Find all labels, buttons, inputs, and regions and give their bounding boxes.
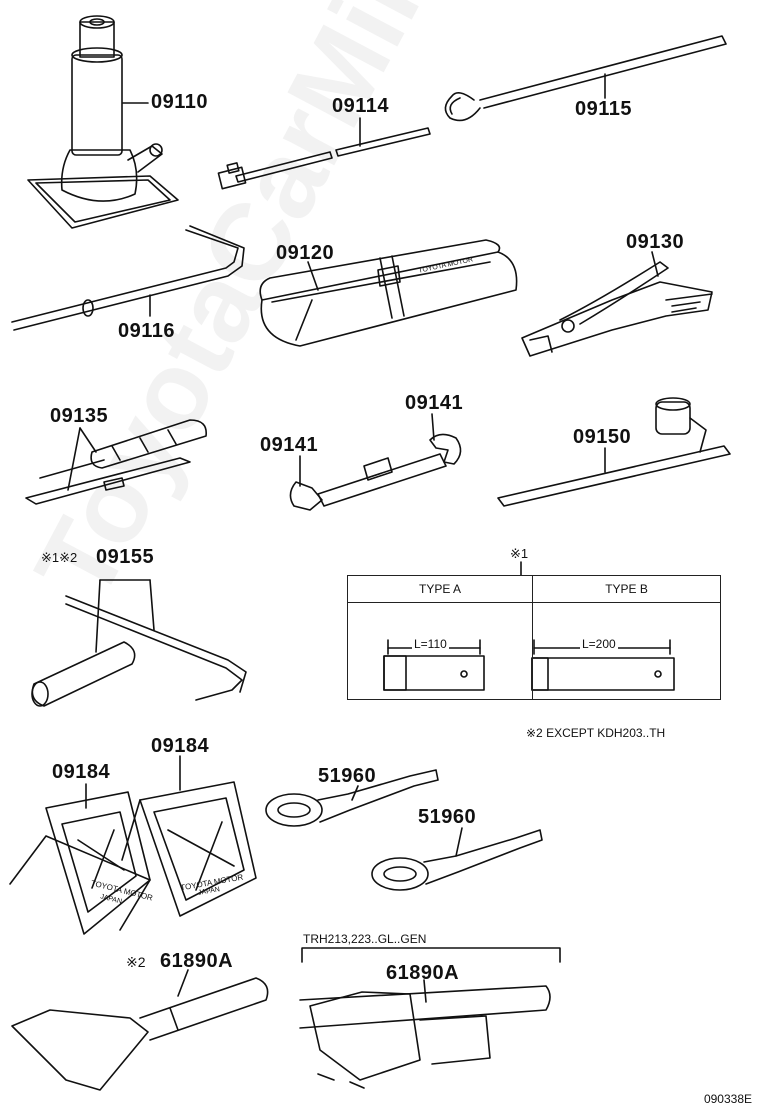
label-screwdriver: 09135 — [50, 405, 109, 427]
lock-tool-1-drawing — [11, 977, 269, 1091]
socket-type-table: TYPE A TYPE B — [346, 575, 721, 700]
label-wrench-open: 09141 — [260, 434, 319, 456]
leader-driver-a — [67, 427, 81, 491]
label-wheel-chock-right: 09184 — [151, 735, 210, 757]
leader-pliers — [651, 251, 659, 277]
label-hub-nut-wrench: 09150 — [573, 426, 632, 448]
handle-rod-drawing — [11, 225, 245, 331]
type-b-length: L=200 — [580, 637, 618, 651]
leader-plug-a — [95, 579, 101, 653]
leader-bag — [307, 261, 319, 291]
label-plug-wrench: 09155 — [96, 546, 155, 568]
plug-wrench-prefix: ※1※2 — [41, 550, 78, 565]
diagram-id: 090338E — [703, 1092, 752, 1106]
leader-eye-2 — [455, 827, 463, 857]
application-bracket — [301, 947, 561, 963]
type-b-cell — [532, 602, 721, 700]
lock-tool-prefix: ※2 — [126, 954, 146, 970]
jack-drawing — [27, 15, 179, 229]
label-towing-eye-1: 51960 — [318, 765, 377, 787]
application-note: TRH213,223..GL..GEN — [303, 932, 427, 946]
except-note: ※2 EXCEPT KDH203..TH — [526, 726, 666, 740]
label-lock-tool-2: 61890A — [386, 962, 460, 984]
label-jack-handle-ext: 09114 — [332, 95, 390, 117]
leader-eye-1 — [351, 785, 359, 801]
type-b-header: TYPE B — [532, 575, 721, 603]
leader-lock-1 — [177, 969, 189, 997]
leader-wrench-ring — [431, 413, 435, 441]
wheel-chock-left-drawing — [9, 791, 151, 935]
lock-tool-2-drawing — [299, 985, 551, 1089]
type-a-cell — [346, 602, 534, 700]
pliers-drawing — [521, 261, 713, 357]
leader-driver-b — [79, 427, 97, 453]
label-towing-eye-2: 51960 — [418, 806, 477, 828]
leader-plug-b — [149, 579, 155, 631]
table-marker: ※1 — [510, 546, 529, 561]
leader-lock-2 — [423, 979, 427, 1003]
type-a-length: L=110 — [412, 637, 449, 651]
label-pliers: 09130 — [626, 231, 685, 253]
tool-bag-drawing — [259, 239, 518, 347]
double-wrench-drawing — [289, 433, 462, 511]
towing-eye-1-drawing — [265, 769, 439, 827]
label-wrench-ring: 09141 — [405, 392, 464, 414]
label-lock-tool-1: 61890A — [160, 950, 234, 972]
screwdriver-drawing — [25, 419, 207, 505]
label-tool-bag: 09120 — [276, 242, 335, 264]
plug-wrench-drawing — [31, 595, 247, 707]
towing-eye-2-drawing — [371, 829, 543, 891]
label-jack-handle: 09115 — [575, 98, 633, 120]
label-wheel-chock-left: 09184 — [52, 761, 111, 783]
wheel-nut-wrench-drawing — [497, 397, 731, 507]
label-handle-rod: 09116 — [118, 320, 176, 342]
label-jack: 09110 — [151, 91, 209, 113]
type-a-header: TYPE A — [346, 575, 534, 603]
jack-handle-extension-drawing — [217, 127, 431, 190]
wheel-chock-right-drawing — [121, 781, 257, 917]
